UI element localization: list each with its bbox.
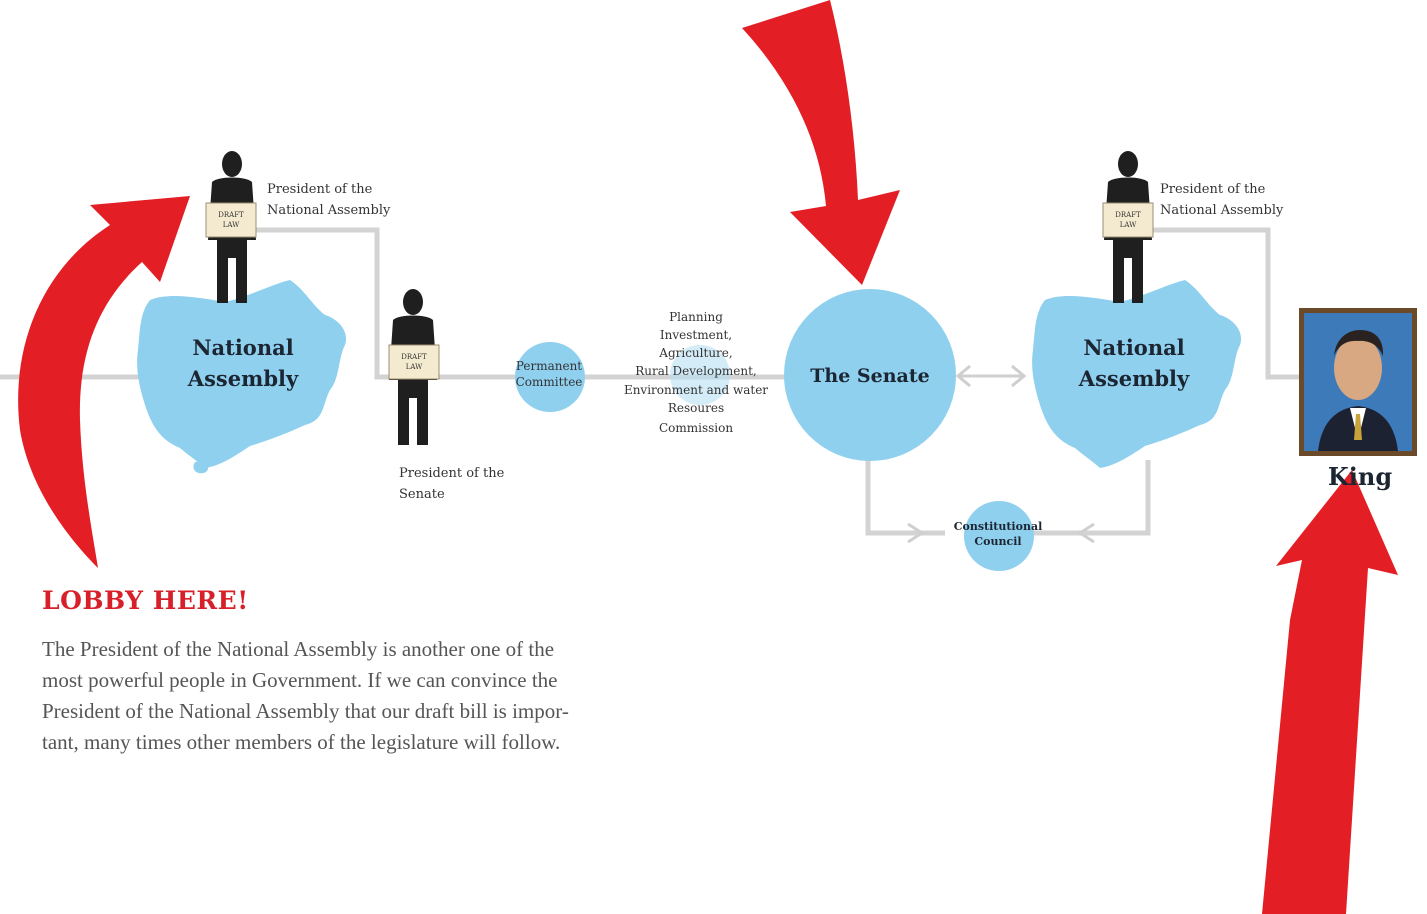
commission-line: Agriculture, [658, 346, 732, 360]
lobby-body: The President of the National Assembly i… [42, 634, 762, 758]
placard-right-line1: DRAFT [1115, 211, 1141, 219]
left-president-label-line2: National Assembly [267, 203, 391, 218]
permanent-committee-node [515, 342, 585, 412]
placard-right-line2: LAW [1120, 221, 1137, 229]
placard-senate-line1: DRAFT [401, 353, 427, 361]
commission-node [670, 345, 730, 405]
left-assembly-name: National Assembly [187, 335, 299, 391]
commission-line: Resoures [668, 401, 724, 415]
right-president-label: President of the National Assembly [1160, 182, 1284, 218]
placard-left-line2: LAW [223, 221, 240, 229]
senate-label: The Senate [810, 365, 929, 387]
left-map-island [193, 461, 209, 474]
senate-president-label: President of the Senate [399, 466, 505, 502]
constitutional-council-line1: Constitutional [954, 520, 1043, 533]
red-arrow-top [742, 0, 900, 285]
left-president-label-line1: President of the [267, 182, 373, 197]
red-arrow-bottom-right [1262, 470, 1398, 914]
permanent-committee-line1: Permanent [516, 359, 582, 373]
commission-line: Investment, [660, 328, 732, 342]
right-president-label-line1: President of the [1160, 182, 1266, 197]
commission-line: Commission [659, 421, 733, 435]
permanent-committee-line2: Committee [516, 375, 583, 389]
commission-line: Planning [669, 310, 723, 324]
commission-line: Rural Development, [635, 364, 757, 378]
right-assembly-name-line1: National [1083, 335, 1184, 360]
left-assembly-map [137, 280, 347, 468]
right-assembly-name: National Assembly [1078, 335, 1190, 391]
president-assembly-right-figure: DRAFT LAW [1102, 151, 1154, 303]
left-assembly-name-line1: National [192, 335, 293, 360]
council-arrow-right [1077, 522, 1095, 544]
constitutional-council-node [964, 501, 1034, 571]
council-arrow-left [907, 522, 925, 544]
king-portrait [1299, 308, 1417, 456]
president-senate-figure: DRAFT LAW [388, 289, 440, 445]
bidirectional-arrow [955, 364, 1027, 388]
lobby-body-line: The President of the National Assembly i… [42, 637, 555, 661]
senate-president-label-line2: Senate [399, 487, 445, 502]
senate-node [784, 289, 956, 461]
lobby-body-line: President of the National Assembly that … [42, 699, 569, 723]
right-president-label-line2: National Assembly [1160, 203, 1284, 218]
right-assembly-name-line2: Assembly [1078, 366, 1190, 391]
right-assembly-map [1032, 280, 1242, 468]
placard-left-line1: DRAFT [218, 211, 244, 219]
placard-senate-line2: LAW [406, 363, 423, 371]
senate-president-label-line1: President of the [399, 466, 505, 481]
president-assembly-left-figure: DRAFT LAW [205, 151, 257, 303]
red-arrow-left [18, 196, 190, 568]
commission-line: Environment and water [624, 383, 768, 397]
constitutional-council-line2: Council [974, 535, 1021, 548]
lobby-title: LOBBY HERE! [42, 586, 249, 615]
commission-label: Planning Investment, Agriculture, Rural … [624, 310, 768, 435]
lobby-body-line: tant, many times other members of the le… [42, 730, 561, 754]
left-assembly-name-line2: Assembly [187, 366, 299, 391]
lobby-body-line: most powerful people in Government. If w… [42, 668, 558, 692]
left-president-label: President of the National Assembly [267, 182, 391, 218]
king-label: King [1327, 462, 1393, 491]
